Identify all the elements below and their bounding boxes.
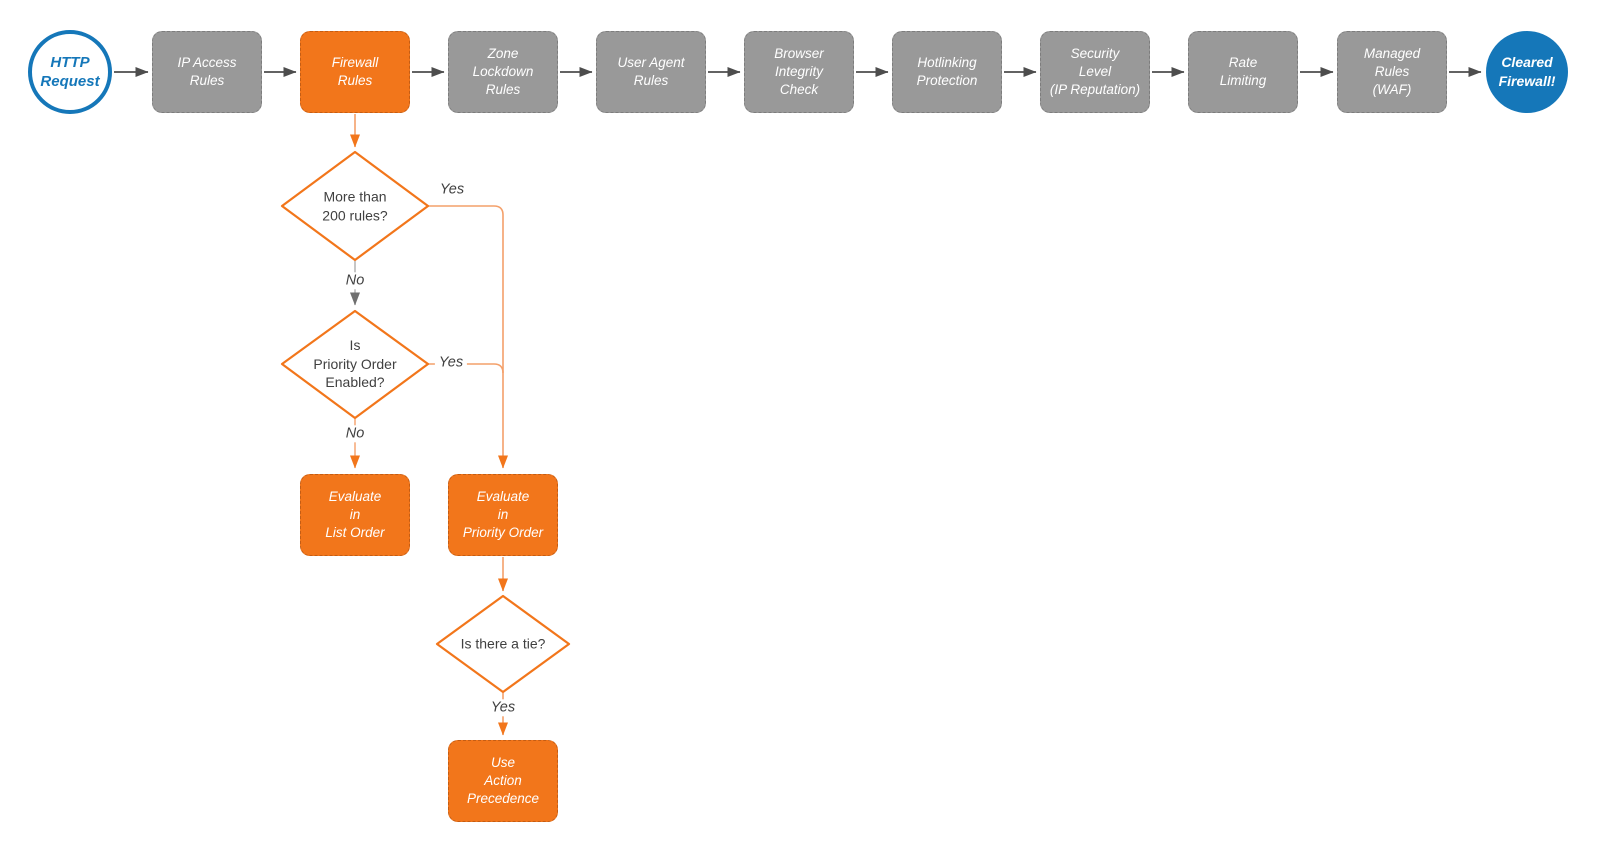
node-firewall-rules: Firewall Rules (300, 31, 410, 113)
node-browser-integrity-check: Browser Integrity Check (744, 31, 854, 113)
node-hotlinking-protection: Hotlinking Protection (892, 31, 1002, 113)
decision-priority-order-enabled-text: Is Priority Order Enabled? (313, 337, 397, 391)
node-cleared-firewall: Cleared Firewall! (1486, 31, 1568, 113)
connector-decision1-yes-to-priority-order (428, 205, 508, 469)
decision-more-than-200-rules-text: More than 200 rules? (322, 188, 388, 223)
decision-more-than-200-rules-shape (280, 150, 430, 262)
label-yes-decision3: Yes (486, 699, 520, 717)
node-evaluate-in-list-order: Evaluate in List Order (300, 474, 410, 556)
node-evaluate-in-priority-order: Evaluate in Priority Order (448, 474, 558, 556)
node-use-action-precedence: Use Action Precedence (448, 740, 558, 822)
label-no-decision1: No (341, 272, 369, 290)
label-yes-decision1: Yes (435, 181, 469, 199)
connector-decision2-yes-join (428, 363, 504, 374)
label-no-decision2: No (341, 425, 369, 443)
node-rate-limiting: Rate Limiting (1188, 31, 1298, 113)
node-http-request: HTTP Request (28, 30, 112, 114)
node-user-agent-rules: User Agent Rules (596, 31, 706, 113)
decision-is-there-a-tie-text: Is there a tie? (460, 635, 546, 652)
node-managed-rules-waf: Managed Rules (WAF) (1337, 31, 1447, 113)
decision-is-there-a-tie-shape (435, 594, 571, 694)
decision-priority-order-enabled-shape (280, 309, 430, 420)
node-security-level: Security Level (IP Reputation) (1040, 31, 1150, 113)
node-ip-access-rules: IP Access Rules (152, 31, 262, 113)
node-zone-lockdown-rules: Zone Lockdown Rules (448, 31, 558, 113)
label-yes-decision2: Yes (434, 354, 468, 372)
